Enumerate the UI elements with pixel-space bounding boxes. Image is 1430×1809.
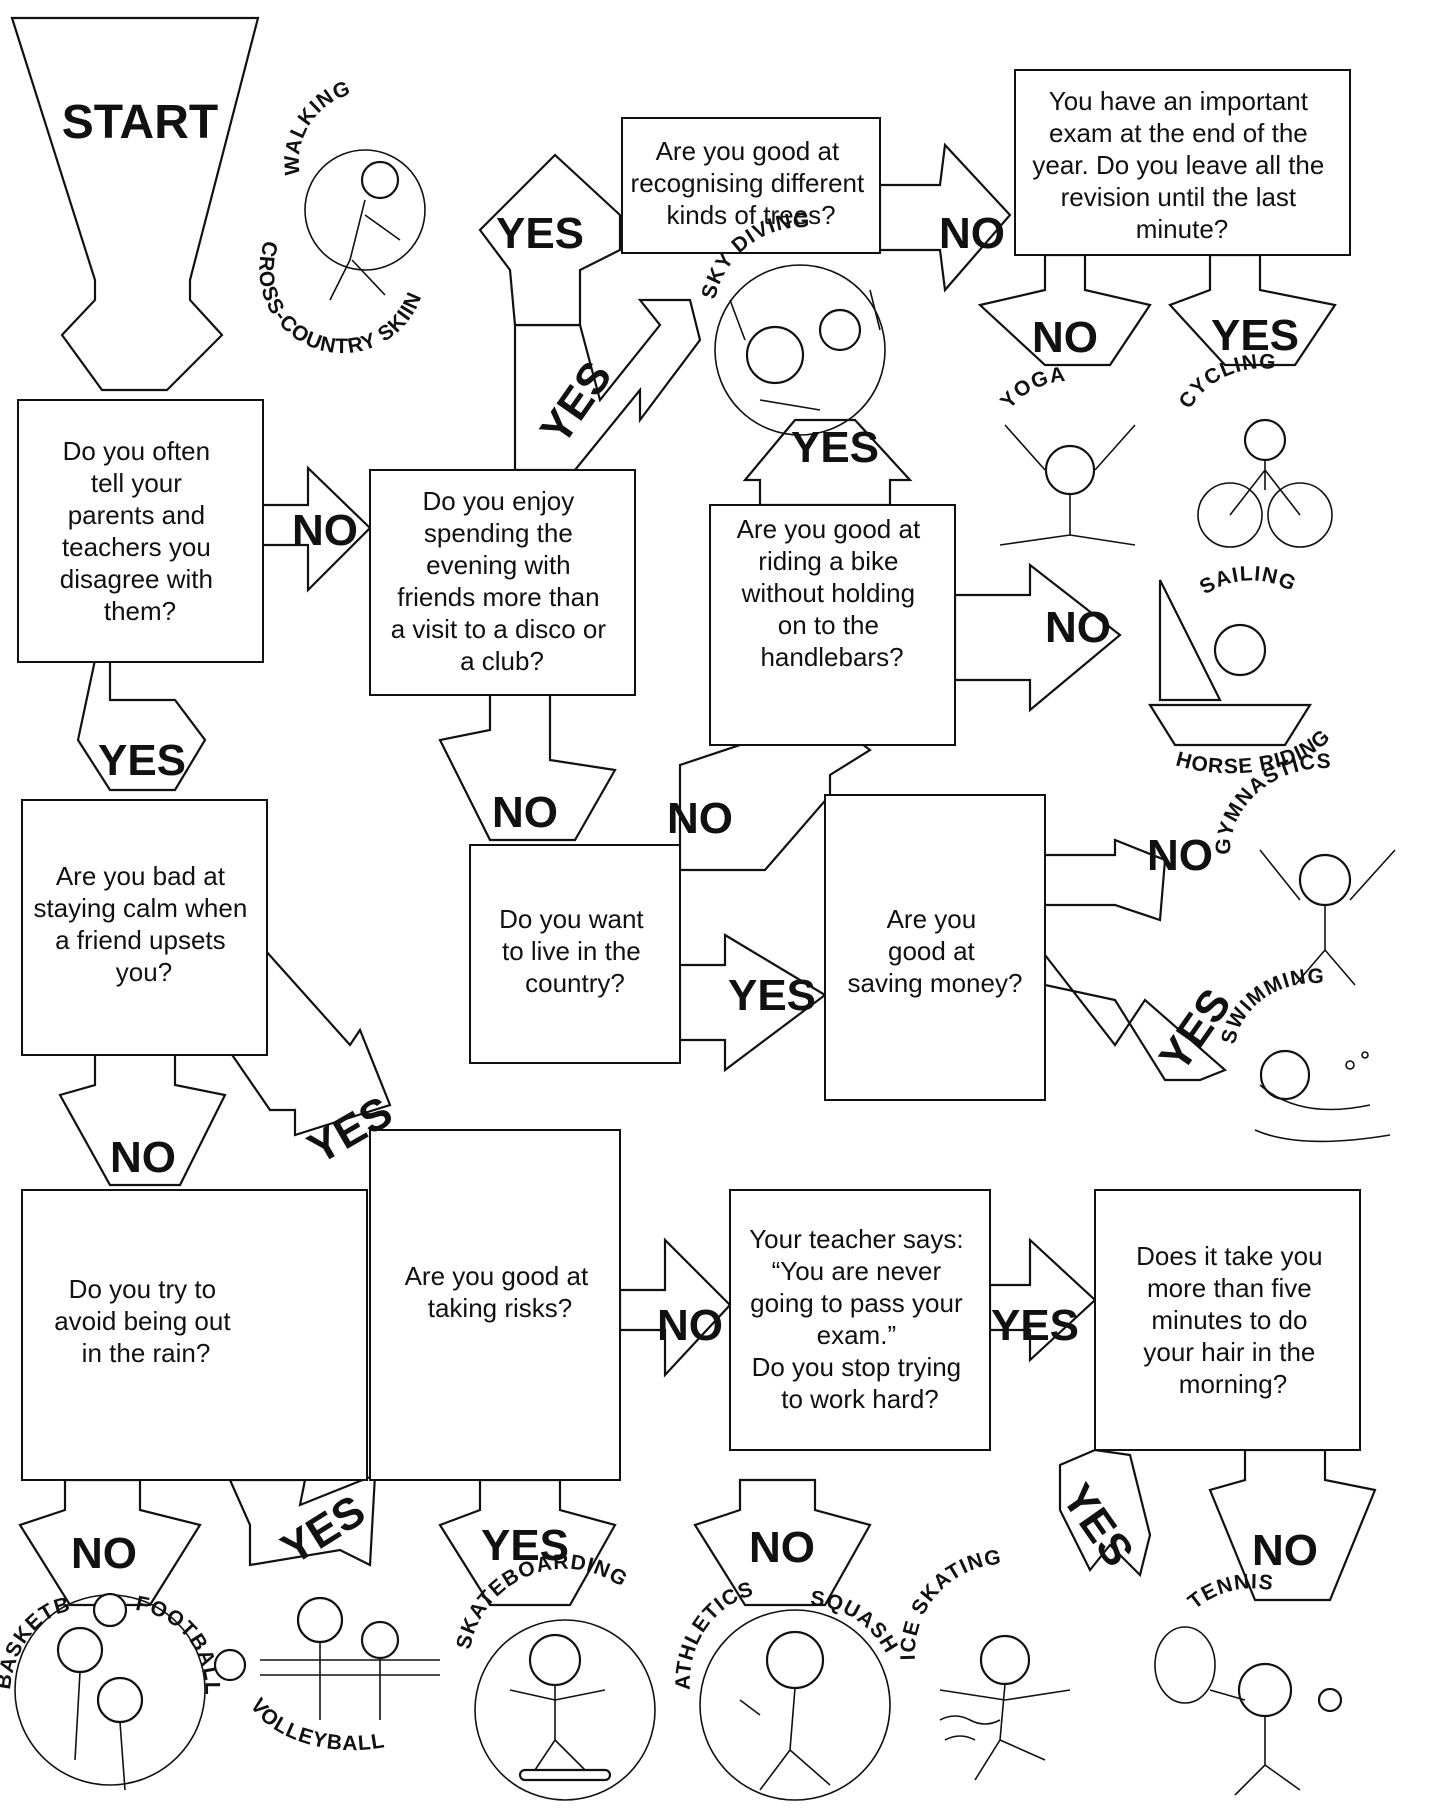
arrow-q2-no bbox=[438, 688, 617, 842]
label-q9-no: NO bbox=[71, 1529, 137, 1578]
label-tennis: TENNIS bbox=[1184, 1570, 1275, 1614]
arrow-q6-no bbox=[58, 1048, 227, 1187]
athletics-squash-illustration bbox=[699, 1609, 891, 1801]
question-box-q3 bbox=[621, 117, 881, 254]
label-football: FOOTBALL bbox=[134, 1592, 224, 1696]
question-box-q11 bbox=[729, 1189, 991, 1451]
arrow-q12-no bbox=[1208, 1448, 1377, 1602]
flow-labels: START NO YES NO YES YES NO NO YES YES NO… bbox=[62, 96, 1318, 1578]
label-q10-yes: YES bbox=[481, 1521, 569, 1570]
question-box-q9 bbox=[21, 1189, 368, 1481]
question-box-q12 bbox=[1094, 1189, 1361, 1451]
question-q4: You have an important exam at the end of… bbox=[1032, 86, 1331, 244]
question-q3: Are you good at recognising different ki… bbox=[631, 136, 872, 230]
arrow-q3-yes bbox=[478, 153, 622, 327]
label-q8-no: NO bbox=[1147, 831, 1213, 880]
question-box-q4 bbox=[1014, 69, 1351, 256]
basketball-football-illustration bbox=[14, 1592, 206, 1791]
arrow-q4-yes bbox=[1168, 253, 1337, 367]
question-box-q5 bbox=[709, 504, 956, 746]
label-q1-no: NO bbox=[292, 506, 358, 555]
label-q4-no: NO bbox=[1032, 313, 1098, 362]
tennis-illustration bbox=[1154, 1626, 1343, 1796]
question-box-q7 bbox=[469, 844, 681, 1064]
question-box-q6 bbox=[21, 799, 268, 1056]
question-box-q2 bbox=[369, 469, 636, 696]
arrow-q11-yes bbox=[988, 1237, 1097, 1363]
label-q5-yes: YES bbox=[791, 423, 879, 472]
ice-skating-illustration bbox=[939, 1634, 1071, 1781]
gymnastics-illustration bbox=[1259, 849, 1396, 986]
yoga-illustration bbox=[999, 424, 1136, 546]
question-q11: Your teacher says: “You are never going … bbox=[749, 1224, 971, 1414]
arrow-q10-yes bbox=[438, 1478, 617, 1607]
question-q10: Are you good at taking risks? bbox=[405, 1261, 596, 1323]
label-q12-no: NO bbox=[1252, 1526, 1318, 1575]
arrow-q10-no bbox=[618, 1237, 732, 1378]
arrow-q4-no bbox=[977, 253, 1152, 367]
arrow-q5-no bbox=[953, 562, 1122, 713]
label-q11-yes: YES bbox=[991, 1301, 1079, 1350]
question-q6: Are you bad at staying calm when a frien… bbox=[33, 861, 254, 987]
question-q5: Are you good at riding a bike without ho… bbox=[737, 514, 928, 672]
arrow-q11-no bbox=[693, 1478, 872, 1607]
arrow-q1-no bbox=[260, 465, 372, 593]
volleyball-illustration bbox=[213, 1596, 440, 1720]
label-q11-no: NO bbox=[749, 1523, 815, 1572]
question-q2: Do you enjoy spending the evening with f… bbox=[391, 486, 614, 676]
label-q4-yes: YES bbox=[1211, 311, 1299, 360]
label-walking: WALKING bbox=[281, 76, 354, 175]
question-q12: Does it take you more than five minutes … bbox=[1136, 1241, 1330, 1399]
label-swimming: SWIMMING bbox=[1217, 965, 1325, 1046]
label-volleyball: VOLLEYBALL bbox=[246, 1694, 387, 1755]
question-box-q10 bbox=[369, 1129, 621, 1481]
arrow-q7-yes bbox=[678, 933, 827, 1073]
question-q7: Do you want to live in the country? bbox=[499, 904, 651, 998]
skateboarding-illustration bbox=[474, 1619, 656, 1801]
label-q6-no: NO bbox=[110, 1133, 176, 1182]
cycling-illustration bbox=[1197, 418, 1333, 548]
arrow-q5-yes bbox=[742, 418, 913, 507]
question-q8: Are you good at saving money? bbox=[848, 904, 1023, 998]
label-q5-no: NO bbox=[1045, 603, 1111, 652]
label-q3-no: NO bbox=[939, 209, 1005, 258]
arrow-q1-yes bbox=[76, 658, 207, 792]
swimming-illustration bbox=[1254, 1049, 1391, 1143]
label-q1-yes: YES bbox=[98, 736, 186, 785]
label-sailing: SAILING bbox=[1196, 562, 1300, 599]
label-q2-no: NO bbox=[492, 788, 558, 837]
question-texts: Do you often tell your parents and teach… bbox=[33, 86, 1331, 1414]
arrows bbox=[10, 16, 1377, 1607]
label-q10-no: NO bbox=[657, 1301, 723, 1350]
question-q9: Do you try to avoid being out in the rai… bbox=[54, 1274, 238, 1368]
start-funnel bbox=[10, 16, 260, 392]
arrow-q9-yes bbox=[228, 1473, 377, 1567]
question-box-q8 bbox=[824, 794, 1046, 1101]
question-box-q1 bbox=[17, 399, 264, 663]
label-q7-yes: YES bbox=[728, 971, 816, 1020]
question-boxes bbox=[17, 69, 1361, 1481]
walking-illustration bbox=[304, 149, 426, 301]
question-q1: Do you often tell your parents and teach… bbox=[60, 436, 220, 626]
arrow-q9-no bbox=[18, 1478, 202, 1607]
arrow-q8-yes bbox=[1043, 951, 1228, 1082]
label-q3-yes: YES bbox=[496, 209, 584, 258]
sky-diving-illustration bbox=[714, 264, 886, 436]
start-label: START bbox=[62, 96, 218, 149]
arrow-q3-no bbox=[878, 142, 1012, 293]
label-cycling: CYCLING bbox=[1175, 350, 1278, 412]
arrow-q12-yes bbox=[1058, 1448, 1152, 1578]
label-athletics: ATHLETICS bbox=[672, 1577, 757, 1690]
label-squash: SQUASH bbox=[809, 1587, 902, 1657]
label-q5-no2: NO bbox=[667, 794, 733, 843]
sailing-illustration bbox=[1148, 579, 1312, 747]
label-yoga: YOGA bbox=[996, 363, 1067, 414]
